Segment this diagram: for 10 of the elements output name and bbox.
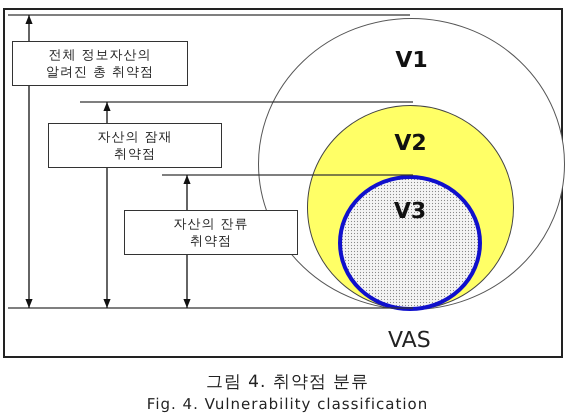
figure-caption: 그림 4. 취약점 분류 [206,371,370,393]
label-box: 자산의 잠재 취약점 [48,123,222,168]
figure-caption: Fig. 4. Vulnerability classification [146,395,428,413]
set-label: V1 [395,48,428,73]
label-box: 자산의 잔류 취약점 [124,210,298,255]
label-box: 전체 정보자산의 알려진 총 취약점 [12,41,188,86]
diagram-frame [3,8,563,358]
set-label: V3 [394,199,426,224]
set-label: V2 [394,131,427,156]
set-label: VAS [388,328,431,353]
